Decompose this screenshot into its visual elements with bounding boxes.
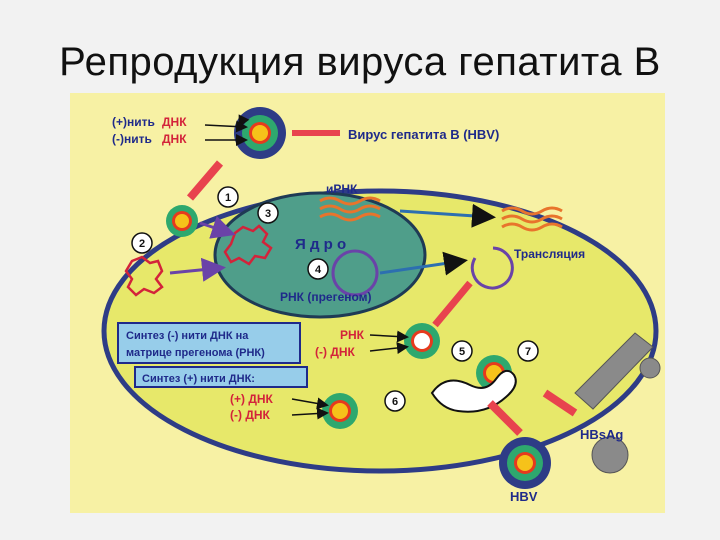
nucleus-label: Я д р о bbox=[295, 236, 346, 253]
slide-title: Репродукция вируса гепатита В bbox=[59, 40, 661, 84]
arrow-pregenome-export bbox=[379, 251, 468, 276]
arrow-to-release bbox=[487, 400, 523, 436]
arrow-entry bbox=[186, 160, 224, 201]
pregenome-label: РНК (прегеном) bbox=[280, 290, 372, 304]
arrow-to-capsid bbox=[432, 280, 473, 328]
hbv-label: Вирус гепатита В (HBV) bbox=[348, 127, 499, 142]
step-5-circle bbox=[451, 340, 473, 362]
capsid-dna bbox=[322, 393, 358, 429]
bottom-plus-dna-label: (+) ДНК bbox=[230, 392, 274, 406]
step-1-circle bbox=[217, 186, 239, 208]
mrna-label: иРНК bbox=[326, 182, 358, 196]
minus-strand-label: (-)нить bbox=[112, 132, 152, 146]
arrow-to-nucleus bbox=[199, 215, 236, 239]
hbv-replication-diagram: (+)нить ДНК (-)нить ДНК Вирус гепатита В… bbox=[70, 93, 665, 513]
er-membrane bbox=[430, 369, 517, 413]
step-2-circle bbox=[131, 232, 153, 254]
synthesis-minus-line2: матрице прегенома (РНК) bbox=[126, 347, 265, 359]
step-6-label: 6 bbox=[392, 396, 398, 408]
uncoating-virion bbox=[166, 205, 198, 237]
step-7-label: 7 bbox=[525, 346, 531, 358]
minus-strand-dna-label: ДНК bbox=[162, 132, 187, 146]
mrna-strands bbox=[319, 196, 381, 222]
pointer-plus-dna bbox=[291, 397, 329, 410]
bottom-minus-dna-label: (-) ДНК bbox=[230, 408, 271, 422]
capsid-dna-label: (-) ДНК bbox=[315, 345, 356, 359]
step-6-circle bbox=[384, 390, 406, 412]
cccdna-shape bbox=[223, 224, 273, 266]
synthesis-plus-box bbox=[134, 366, 308, 388]
step-1-label: 1 bbox=[225, 192, 231, 204]
capsid-rna-label: РНК bbox=[340, 328, 365, 342]
step-2-label: 2 bbox=[139, 238, 145, 250]
plus-strand-dna-label: ДНК bbox=[162, 115, 187, 129]
cytoplasm-mrna bbox=[501, 206, 563, 232]
plus-strand-label: (+)нить bbox=[112, 115, 155, 129]
synthesis-minus-box bbox=[117, 322, 301, 364]
arrow-released-dna bbox=[169, 257, 226, 282]
pointer-rna bbox=[369, 330, 409, 343]
step-3-label: 3 bbox=[265, 208, 271, 220]
hbsag-label: HBsAg bbox=[580, 427, 623, 442]
pregenome-circle bbox=[331, 249, 379, 297]
hbv-out-label: HBV bbox=[510, 489, 538, 504]
arrow-mrna-export bbox=[399, 203, 496, 228]
pointer-plus-top2 bbox=[204, 120, 248, 133]
released-dna-shape bbox=[124, 255, 164, 297]
synthesis-minus-line1: Синтез (-) нити ДНК на bbox=[126, 330, 249, 342]
step-markers bbox=[131, 186, 539, 412]
translation-label: Трансляция bbox=[514, 247, 585, 261]
step-3-circle bbox=[257, 202, 279, 224]
translation-pregenome bbox=[470, 246, 514, 290]
step-4-circle bbox=[307, 258, 329, 280]
pointer-dna5 bbox=[369, 342, 409, 354]
released-hbv bbox=[499, 437, 551, 489]
step-5-label: 5 bbox=[459, 346, 465, 358]
capsid-rna bbox=[404, 323, 440, 359]
incoming-virion bbox=[234, 107, 286, 159]
arrow-to-hbsag bbox=[542, 389, 578, 417]
hbsag-particles bbox=[574, 332, 661, 474]
step-7-circle bbox=[517, 340, 539, 362]
pointer-minus-dna bbox=[291, 407, 329, 420]
step-4-label: 4 bbox=[315, 264, 322, 276]
synthesis-plus-label: Синтез (+) нити ДНК: bbox=[142, 373, 255, 385]
